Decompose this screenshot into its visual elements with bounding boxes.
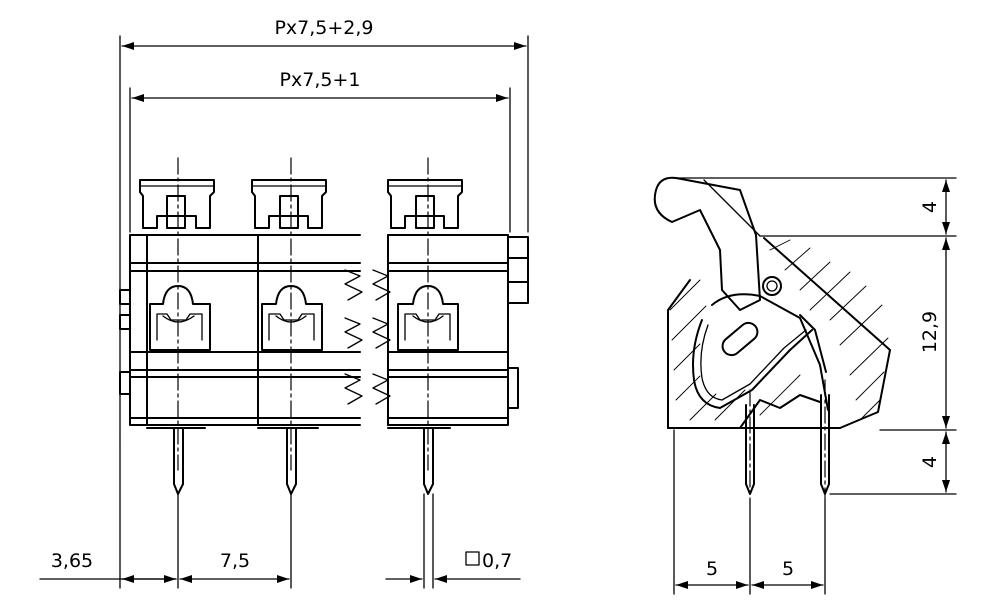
pin-size-label: 0,7 (482, 550, 512, 572)
break-lines (344, 269, 391, 405)
height-top-label: 4 (919, 201, 941, 213)
clamp-spring (692, 293, 829, 411)
side-spacing-left-label: 5 (706, 558, 718, 580)
housing-section-hatch (669, 239, 889, 421)
base-width-dimension: Px7,5+1 (129, 69, 511, 233)
terminal-housing (119, 234, 529, 429)
height-dimensions: 4 12,9 4 (675, 177, 957, 495)
pole-2 (251, 157, 327, 495)
side-view: 4 12,9 4 5 5 (653, 176, 957, 595)
overall-width-label: Px7,5+2,9 (274, 17, 373, 39)
front-view: Px7,5+2,9 Px7,5+1 (39, 17, 529, 589)
height-bottom-label: 4 (919, 456, 941, 468)
side-pins (745, 379, 830, 501)
square-pin-icon (465, 551, 480, 566)
side-lever (653, 176, 782, 311)
pole-3 (387, 157, 463, 495)
bottom-dimensions: 3,65 7,5 0,7 (39, 439, 521, 589)
side-bottom-dimensions: 5 5 (673, 429, 826, 595)
offset-label: 3,65 (51, 550, 93, 572)
pole-1 (139, 157, 215, 495)
pitch-label: 7,5 (220, 550, 250, 572)
base-width-label: Px7,5+1 (280, 69, 361, 91)
side-spacing-right-label: 5 (782, 558, 794, 580)
height-middle-label: 12,9 (919, 311, 941, 353)
